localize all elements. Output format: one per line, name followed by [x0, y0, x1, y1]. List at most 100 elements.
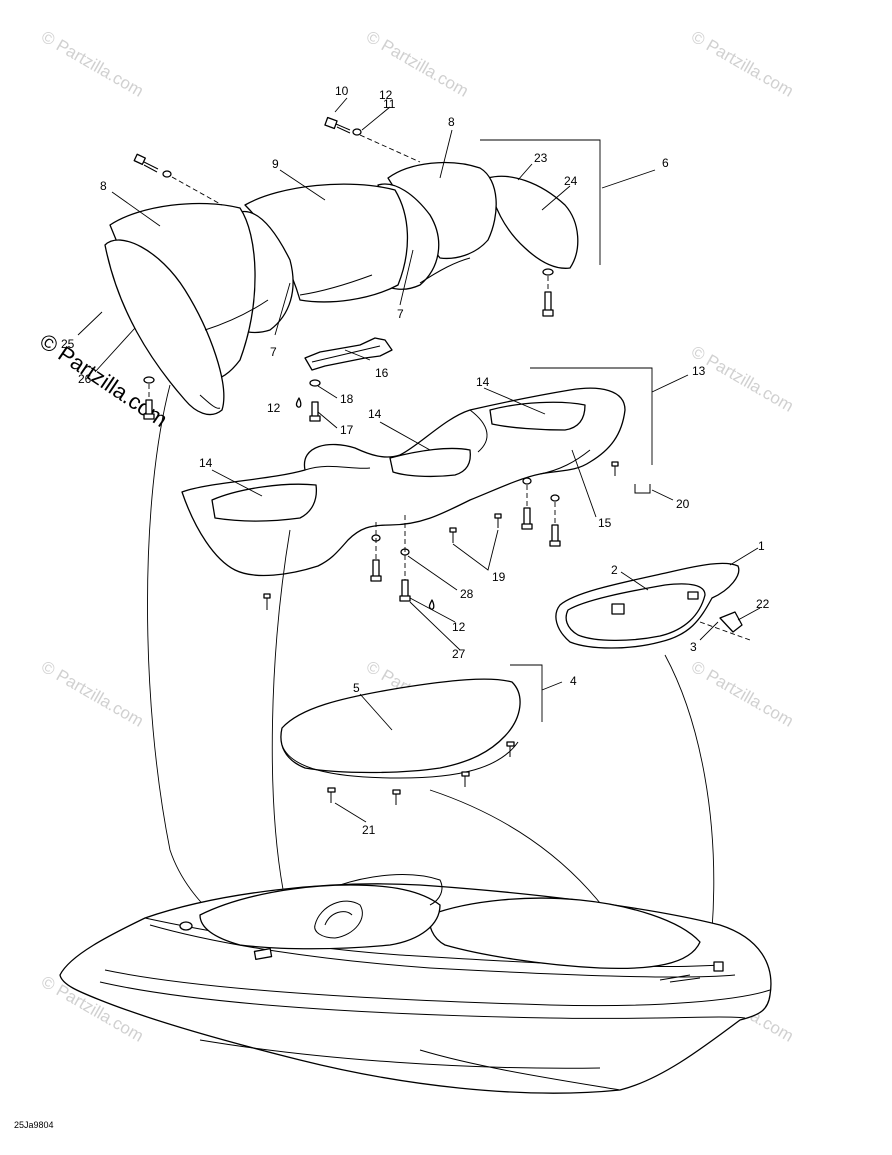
- callout-3: 3: [690, 640, 697, 654]
- pad-inner-line: [199, 394, 221, 409]
- hull-line: [99, 981, 746, 1019]
- latch-22: [699, 611, 751, 641]
- pad-24: [487, 175, 579, 269]
- hull-line: [419, 1049, 621, 1091]
- bolt-10: [324, 116, 351, 134]
- callout-14-left: 14: [199, 456, 213, 470]
- callout-14-middle: 14: [368, 407, 382, 421]
- hull-line: [104, 969, 771, 1007]
- loctite-drop: [428, 599, 435, 610]
- washer: [550, 494, 560, 502]
- callout-21: 21: [362, 823, 376, 837]
- steering-wheel: [314, 900, 363, 939]
- bolt-head: [399, 595, 411, 602]
- deck-line: [149, 924, 736, 978]
- washer-11: [352, 128, 362, 136]
- seat-base-assembly: [181, 367, 653, 610]
- callout-7-right: 7: [397, 307, 404, 321]
- bracket-13: [530, 367, 653, 465]
- bolt-head: [309, 415, 321, 422]
- seat-edge: [304, 465, 371, 471]
- bolt-head: [542, 309, 554, 317]
- diagram-code: 25Ja9804: [14, 1120, 54, 1130]
- callout-22: 22: [756, 597, 770, 611]
- location-curve: [147, 384, 231, 931]
- washer: [542, 268, 554, 276]
- axis-line: [359, 134, 421, 163]
- callout-9: 9: [272, 157, 279, 171]
- cushion-14-right: [489, 401, 586, 431]
- windscreen: [339, 874, 443, 906]
- bolt-head: [370, 575, 382, 582]
- seam: [419, 257, 471, 284]
- front-pad-26: [104, 239, 225, 416]
- throttle: [253, 948, 273, 960]
- loctite-drop: [295, 397, 302, 408]
- callout-27: 27: [452, 647, 466, 661]
- callout-6: 6: [662, 156, 669, 170]
- location-curve: [271, 529, 291, 901]
- screw-21: [327, 787, 336, 803]
- watermark: © Partzilla.com: [38, 657, 147, 731]
- seat-edge: [539, 449, 591, 475]
- bracket-6: [480, 139, 601, 265]
- bolt: [544, 291, 552, 313]
- callout-12-bottom: 12: [452, 620, 466, 634]
- seat-edge: [469, 409, 488, 453]
- callout-26: 26: [78, 372, 92, 386]
- watermark: © Partzilla.com: [688, 27, 797, 101]
- callout-19: 19: [492, 570, 506, 584]
- washer: [143, 376, 155, 384]
- screw-19: [449, 527, 457, 543]
- lid-liner-2: [565, 583, 706, 642]
- watermark: © Partzilla.com: [38, 27, 147, 101]
- hull-logo: [659, 974, 701, 983]
- hull-seat-rear: [428, 897, 701, 970]
- screw: [263, 593, 271, 610]
- callout-17: 17: [340, 423, 354, 437]
- plate-16: [304, 337, 393, 371]
- seat-base-15: [181, 387, 626, 577]
- callout-11: 11: [383, 97, 396, 111]
- bolt-head: [143, 413, 155, 420]
- callout-24: 24: [564, 174, 578, 188]
- callout-5: 5: [353, 681, 360, 695]
- front-seat-assembly: [280, 664, 543, 805]
- cushion-14-left: [211, 483, 318, 522]
- bolt-left-top: [133, 153, 159, 173]
- bracket-4: [510, 664, 543, 722]
- screw: [611, 461, 619, 476]
- watermark: © Partzilla.com: [688, 342, 797, 416]
- callout-7-left: 7: [270, 345, 277, 359]
- cushion-14-middle: [389, 447, 471, 478]
- backrest-assembly: [104, 116, 601, 420]
- seam: [204, 299, 269, 331]
- leader-lines: [77, 97, 761, 823]
- cushion-5: [280, 678, 521, 774]
- callout-12-top: 12: [379, 88, 393, 102]
- bolt-head: [521, 523, 533, 530]
- screw-21: [461, 771, 470, 787]
- callout-12-middle: 12: [267, 401, 281, 415]
- callout-20: 20: [676, 497, 690, 511]
- washer: [162, 170, 172, 178]
- callout-25: 25: [61, 337, 75, 351]
- cushion-base: [281, 741, 519, 779]
- watermark: © Partzilla.com: [688, 657, 797, 731]
- callout-2: 2: [611, 563, 618, 577]
- hull-fitting: [179, 921, 193, 931]
- washer: [522, 477, 532, 485]
- lid-tab: [611, 603, 625, 615]
- callout-18: 18: [340, 392, 354, 406]
- hull-seat-front: [199, 884, 441, 950]
- callout-16: 16: [375, 366, 389, 380]
- callout-28: 28: [460, 587, 474, 601]
- callout-13: 13: [692, 364, 706, 378]
- bolt-27: [401, 579, 409, 599]
- callout-10: 10: [335, 84, 349, 98]
- axis-line: [171, 176, 223, 206]
- callout-23: 23: [534, 151, 548, 165]
- storage-lid-assembly: [555, 562, 751, 649]
- location-curve: [664, 654, 715, 931]
